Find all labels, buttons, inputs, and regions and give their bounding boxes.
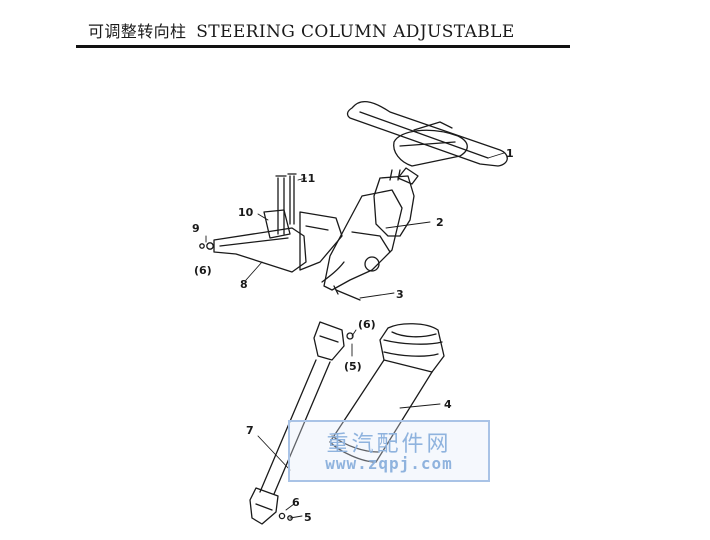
column-housing-part bbox=[299, 169, 415, 291]
page-title: 可调整转向柱 STEERING COLUMN ADJUSTABLE bbox=[88, 18, 515, 42]
callout-6-paren-upper: (6) bbox=[358, 318, 376, 331]
callout-7: 7 bbox=[246, 424, 254, 437]
callout-4: 4 bbox=[444, 398, 452, 411]
callout-10: 10 bbox=[238, 206, 254, 219]
intermediate-shaft-part bbox=[249, 321, 354, 525]
callout-2: 2 bbox=[436, 216, 444, 229]
title-english: STEERING COLUMN ADJUSTABLE bbox=[196, 22, 515, 42]
callout-9: 9 bbox=[192, 222, 200, 235]
watermark: 重汽配件网 www.zqpj.com bbox=[288, 420, 490, 482]
bracket-arm-part bbox=[199, 173, 307, 273]
callout-6: 6 bbox=[292, 496, 300, 509]
dust-boot-part bbox=[329, 323, 445, 463]
callout-11: 11 bbox=[300, 172, 315, 185]
bolt-part bbox=[333, 285, 361, 301]
callout-1: 1 bbox=[506, 147, 514, 160]
callout-5: 5 bbox=[304, 511, 312, 524]
callout-3: 3 bbox=[396, 288, 404, 301]
callout-5-paren: (5) bbox=[344, 360, 362, 373]
title-underline bbox=[76, 45, 570, 48]
callout-6-paren-left: (6) bbox=[194, 264, 212, 277]
callout-8: 8 bbox=[240, 278, 248, 291]
steering-wheel-part bbox=[346, 101, 508, 185]
title-chinese: 可调整转向柱 bbox=[88, 22, 187, 41]
leader-lines bbox=[205, 152, 505, 519]
watermark-url: www.zqpj.com bbox=[325, 454, 453, 473]
watermark-chinese: 重汽配件网 bbox=[326, 432, 452, 457]
